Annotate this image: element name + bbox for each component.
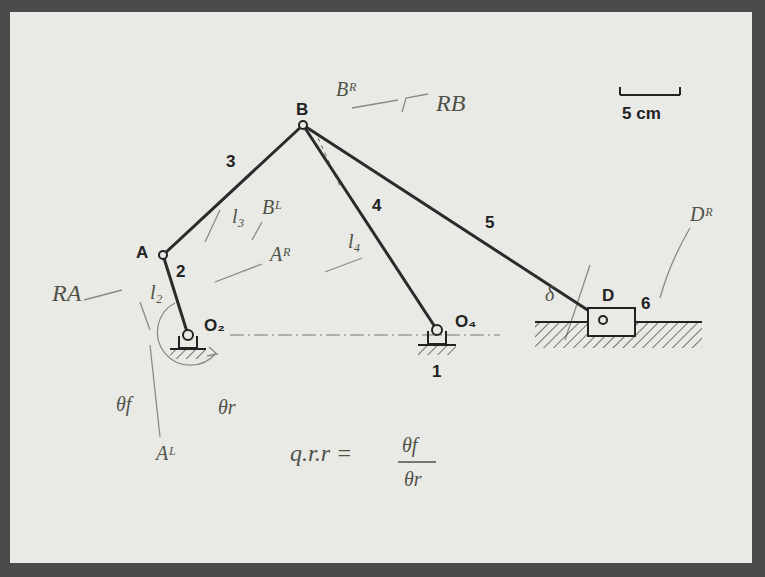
handwritten-note: Dᴿ	[690, 203, 713, 226]
handwritten-note: Bᴿ	[336, 78, 357, 101]
pencil-lines	[84, 94, 690, 462]
handwritten-note: θf	[116, 393, 131, 416]
label-text: l₂	[150, 281, 163, 303]
handwritten-note: Aᴸ	[156, 442, 176, 465]
handwritten-formula: q.r.r =	[290, 440, 352, 467]
pencil-line	[215, 264, 262, 282]
link-2	[163, 255, 188, 335]
joint-letter: A	[136, 243, 148, 263]
slider-block	[588, 308, 635, 336]
link-3	[163, 125, 303, 255]
pivot-label: O₄	[455, 312, 476, 332]
label-text: B	[296, 101, 308, 120]
label-text: θr	[404, 468, 422, 490]
label-text: RA	[52, 280, 81, 306]
leader-line	[84, 290, 122, 300]
label-text: O₄	[455, 313, 476, 332]
pencil-line	[150, 345, 160, 437]
link-number: 2	[176, 262, 185, 282]
label-text: 2	[176, 263, 185, 282]
centre-line	[230, 335, 500, 336]
label-text: RB	[436, 90, 465, 116]
scale-text: 5 cm	[622, 104, 661, 124]
link-4	[303, 125, 437, 330]
pivot-label: O₂	[204, 316, 225, 336]
label-text: θf	[116, 393, 131, 415]
pencil-line	[402, 94, 428, 112]
pencil-line	[252, 222, 262, 240]
label-text: 3	[226, 153, 235, 172]
joint-letter: D	[602, 286, 614, 306]
label-text: 6	[641, 295, 650, 314]
label-text: δ	[545, 283, 554, 305]
label-text: 5 cm	[622, 105, 661, 124]
handwritten-note: l₂	[150, 281, 163, 304]
label-text: A	[136, 244, 148, 263]
pins	[159, 121, 607, 340]
label-text: Aᴸ	[156, 442, 176, 464]
handwritten-formula: θf	[402, 434, 417, 457]
joint-letter: B	[296, 100, 308, 120]
label-text: 1	[432, 363, 441, 382]
handwritten-note: RA	[52, 280, 81, 307]
label-text: Dᴿ	[690, 203, 713, 225]
handwritten-note: θr	[218, 396, 236, 419]
links	[163, 125, 603, 335]
leader-line	[660, 228, 690, 298]
pencil-line	[325, 258, 362, 272]
link-number: 5	[485, 213, 494, 233]
link-number: 1	[432, 362, 441, 382]
link-number: 3	[226, 152, 235, 172]
label-text: l₃	[232, 205, 245, 227]
label-text: D	[602, 287, 614, 306]
paper	[10, 12, 752, 563]
fraction-bar	[398, 461, 436, 463]
label-text: Aᴿ	[270, 243, 291, 265]
handwritten-note: l₃	[232, 205, 245, 228]
label-text: 4	[372, 197, 381, 216]
label-text: l₄	[348, 230, 361, 252]
handwritten-note: l₄	[348, 230, 361, 253]
handwritten-note: Aᴿ	[270, 243, 291, 266]
link-5	[303, 125, 603, 320]
pencil-line	[352, 100, 398, 108]
label-text: q.r.r =	[290, 440, 352, 466]
handwritten-note: Bᴸ	[262, 196, 282, 219]
handwritten-note: δ	[545, 283, 554, 306]
scale-bar	[620, 87, 680, 95]
label-text: Bᴸ	[262, 196, 282, 218]
link-number: 4	[372, 196, 381, 216]
link-number: 6	[641, 294, 650, 314]
handwritten-note: RB	[436, 90, 465, 117]
arc-arrowhead	[207, 347, 217, 356]
label-text: 5	[485, 214, 494, 233]
pencil-line	[140, 302, 150, 330]
label-text: θr	[218, 396, 236, 418]
label-text: O₂	[204, 317, 225, 336]
label-text: θf	[402, 434, 417, 456]
handwritten-formula: θr	[404, 468, 422, 491]
label-text: Bᴿ	[336, 78, 357, 100]
